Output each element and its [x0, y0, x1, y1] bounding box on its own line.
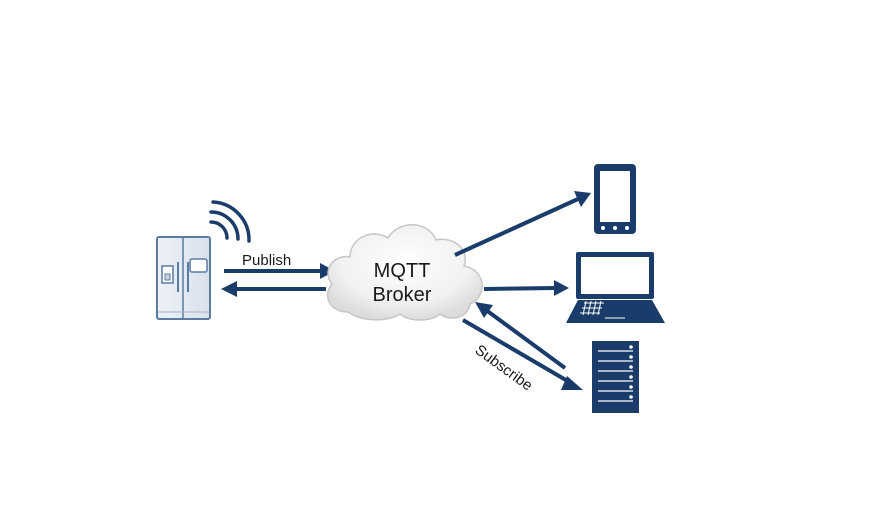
- subscribe-label: Subscribe: [472, 341, 536, 394]
- broker-label-line2: Broker: [373, 284, 432, 306]
- tablet-icon: [594, 164, 636, 234]
- arrow-server-to-broker: [484, 308, 567, 370]
- arrow-broker-to-server: [461, 318, 573, 385]
- arrow-to-tablet: [454, 197, 579, 257]
- publish-label: Publish: [242, 252, 291, 269]
- arrow-to-laptop: [483, 286, 557, 291]
- server-rack-icon: [592, 341, 639, 413]
- wireless-signal-icon: [209, 200, 251, 243]
- subscriber-arrows: [454, 191, 591, 390]
- laptop-icon: [566, 252, 665, 323]
- broker-label-line1: MQTT: [374, 260, 431, 282]
- cloud-icon: [327, 224, 483, 321]
- refrigerator-icon: [156, 236, 211, 320]
